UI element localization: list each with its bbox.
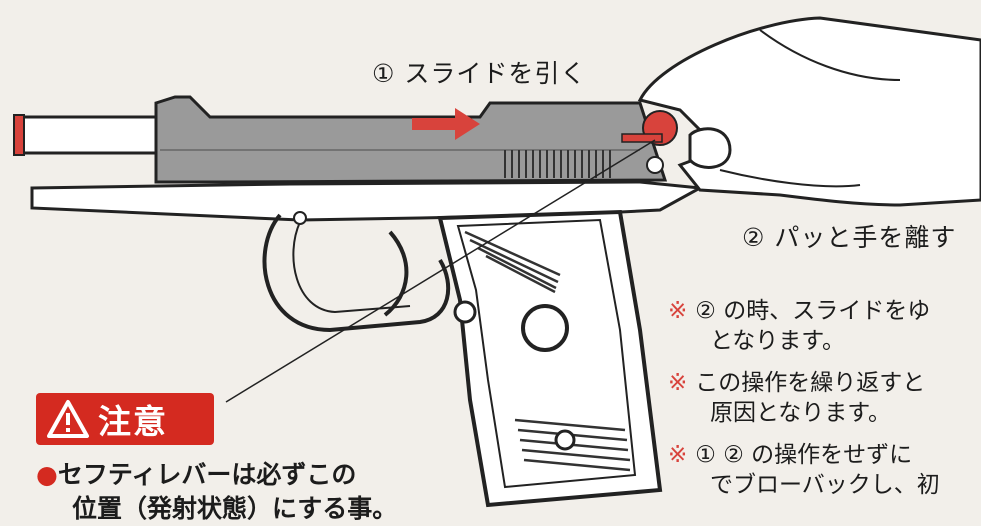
- grip-panel: [456, 218, 637, 489]
- grip: [437, 209, 663, 508]
- note-1-mark: ※: [668, 298, 688, 324]
- trigger-guard: [262, 213, 451, 333]
- leader-line: [225, 139, 656, 403]
- grip-screw-lower: [554, 429, 576, 451]
- note-1: ※ ② の時、スライドをゆ となります。: [668, 296, 930, 356]
- warning-triangle-icon: [47, 400, 89, 438]
- note-3-mark: ※: [668, 442, 688, 468]
- note-2: ※ この操作を繰り返すと 原因となります。: [668, 368, 925, 428]
- note-2-mark: ※: [668, 370, 688, 396]
- warning-line-2: 位置（発射状態）にする事。: [72, 494, 398, 523]
- barrel-muzzle: [13, 114, 25, 156]
- warning-bullet: ●: [36, 460, 58, 489]
- grip-screw: [521, 304, 569, 352]
- note-1-line2: となります。: [710, 328, 846, 354]
- barrel: [20, 115, 158, 155]
- hand: [637, 16, 981, 207]
- slide: [154, 95, 668, 184]
- pull-arrow: [412, 108, 480, 140]
- warning-text: ●セフティレバーは必ずこの 位置（発射状態）にする事。: [36, 458, 397, 526]
- safety-lever: [621, 110, 678, 146]
- warning-badge: 注意: [36, 393, 214, 445]
- slide-serrations: [504, 150, 611, 178]
- step-2-label: ② パッと手を離す: [742, 223, 957, 252]
- note-2-line2: 原因となります。: [710, 400, 892, 426]
- trigger: [383, 230, 409, 317]
- warning-label: 注意: [98, 402, 168, 441]
- note-3-line2: でブローバックし、初: [710, 472, 940, 498]
- note-3-line1: ① ② の操作をせずに: [695, 442, 913, 468]
- note-3: ※ ① ② の操作をせずに でブローバックし、初: [668, 440, 940, 500]
- grip-checkering: [464, 230, 631, 472]
- note-1-line1: ② の時、スライドをゆ: [695, 298, 931, 324]
- note-2-line1: この操作を繰り返すと: [695, 370, 926, 396]
- warning-line-1: セフティレバーは必ずこの: [57, 460, 357, 489]
- step-1-label: ① スライドを引く: [372, 59, 587, 88]
